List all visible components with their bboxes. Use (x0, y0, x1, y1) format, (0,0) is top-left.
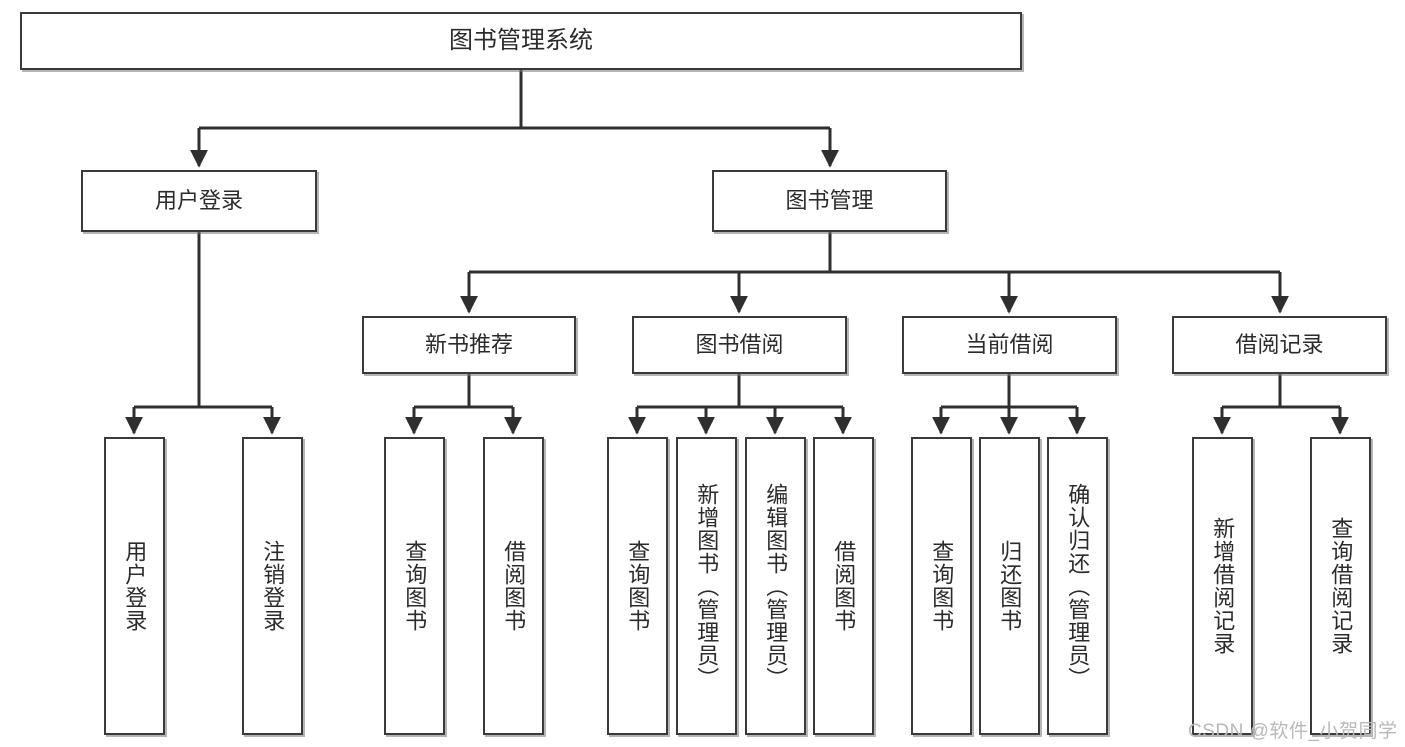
leaf-borrow-record-add[interactable]: 新增借阅记录 (1192, 437, 1253, 735)
node-label: 查询图书 (929, 540, 955, 632)
node-label: 当前借阅 (965, 332, 1054, 358)
leaf-user-login-login[interactable]: 用户登录 (104, 437, 165, 735)
node-label: 编辑图书（管理员） (763, 482, 789, 690)
node-label: 图书借阅 (695, 332, 784, 358)
leaf-new-book-borrow[interactable]: 借阅图书 (483, 437, 544, 735)
csdn-watermark: CSDN @软件_小贺同学 (1188, 721, 1398, 742)
node-label: 查询借阅记录 (1328, 517, 1354, 655)
node-root-book-management-system[interactable]: 图书管理系统 (20, 12, 1022, 70)
node-label: 图书管理 (785, 188, 874, 214)
node-label: 注销登录 (260, 540, 286, 632)
node-book-management[interactable]: 图书管理 (712, 170, 947, 232)
node-borrow-record[interactable]: 借阅记录 (1172, 316, 1387, 374)
leaf-current-borrow-confirm-return[interactable]: 确认归还（管理员） (1047, 437, 1108, 735)
leaf-borrow-record-query[interactable]: 查询借阅记录 (1310, 437, 1371, 735)
leaf-current-borrow-return[interactable]: 归还图书 (979, 437, 1040, 735)
leaf-new-book-query[interactable]: 查询图书 (384, 437, 445, 735)
node-label: 查询图书 (402, 540, 428, 632)
leaf-book-borrow-add[interactable]: 新增图书（管理员） (676, 437, 737, 735)
node-current-borrow[interactable]: 当前借阅 (902, 316, 1117, 374)
leaf-user-login-logout[interactable]: 注销登录 (242, 437, 303, 735)
node-label: 新书推荐 (424, 332, 513, 358)
leaf-book-borrow-borrow[interactable]: 借阅图书 (813, 437, 874, 735)
leaf-current-borrow-query[interactable]: 查询图书 (911, 437, 972, 735)
node-book-borrow[interactable]: 图书借阅 (632, 316, 847, 374)
node-label: 借阅图书 (501, 540, 527, 632)
node-new-book-recommend[interactable]: 新书推荐 (362, 316, 576, 374)
node-label: 归还图书 (997, 540, 1023, 632)
node-label: 图书管理系统 (449, 26, 593, 54)
node-label: 借阅记录 (1235, 332, 1324, 358)
node-label: 新增借阅记录 (1210, 517, 1236, 655)
node-label: 借阅图书 (831, 540, 857, 632)
node-label: 用户登录 (154, 188, 243, 214)
node-user-login[interactable]: 用户登录 (81, 170, 317, 232)
node-label: 确认归还（管理员） (1065, 482, 1091, 690)
leaf-book-borrow-edit[interactable]: 编辑图书（管理员） (745, 437, 806, 735)
node-label: 查询图书 (625, 540, 651, 632)
node-label: 用户登录 (122, 540, 148, 632)
leaf-book-borrow-query[interactable]: 查询图书 (607, 437, 668, 735)
node-label: 新增图书（管理员） (694, 482, 720, 690)
